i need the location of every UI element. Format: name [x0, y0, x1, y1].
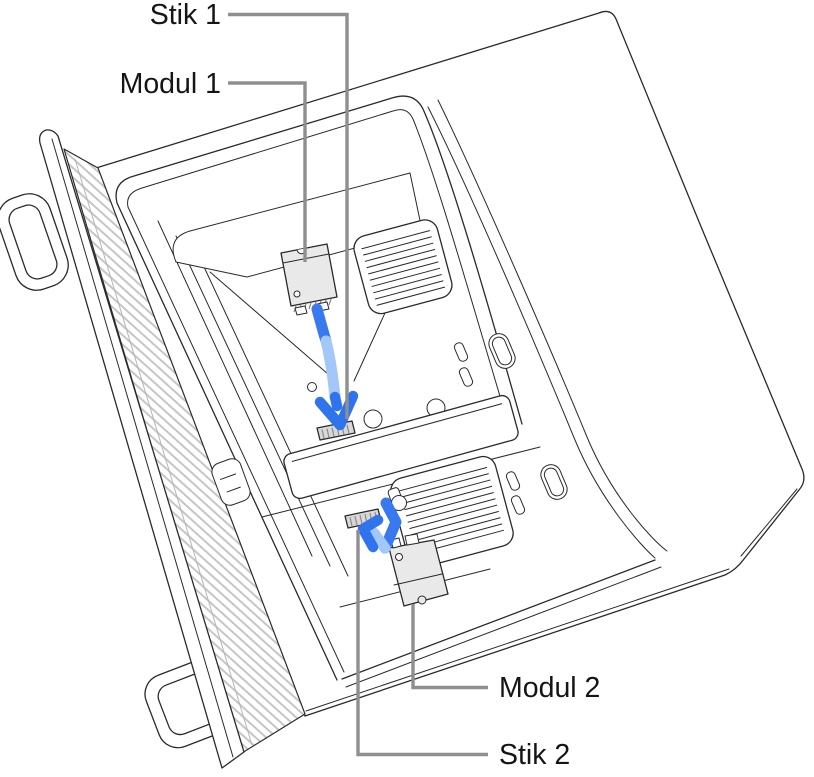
case-corner-inner-line [740, 488, 798, 557]
rail-line [175, 235, 331, 567]
lattice-inner-line [74, 158, 253, 746]
frame-slab-edge-line [51, 138, 234, 758]
top-handle-inner [8, 204, 58, 280]
leader-lines [228, 12, 488, 757]
opening-rim-inner [127, 109, 509, 673]
air-guide-line [209, 271, 337, 382]
leader-stik-2 [356, 530, 488, 757]
leader-stik-1 [228, 12, 349, 419]
interior-bottom-edge-inner [345, 566, 662, 688]
label-modul-2: Modul 2 [499, 672, 600, 704]
interior-bottom-edge [341, 559, 656, 680]
install-arrow-up [357, 497, 402, 554]
front-frame-slab [38, 129, 245, 769]
heatsink-vent-1 [353, 219, 453, 315]
interior-frame [115, 95, 668, 688]
opening-rim-outer [115, 95, 523, 681]
air-guide-panel [172, 172, 423, 278]
frame-slab [38, 129, 245, 769]
right-wall-line [427, 106, 656, 559]
heatsink-vent-2 [390, 455, 514, 569]
module2-notch [417, 595, 427, 605]
ssd-module-2 [388, 533, 449, 607]
label-stik-2: Stik 2 [499, 739, 570, 771]
module2-screw [395, 553, 403, 561]
rail-line [157, 220, 313, 557]
leader-modul-1 [228, 81, 307, 262]
standoff-post [363, 409, 383, 429]
case-bottom-inner-line [305, 568, 730, 712]
label-modul-1: Modul 1 [120, 68, 221, 100]
screw [307, 382, 317, 392]
module1-tooth [294, 305, 308, 316]
memory-cover-bar [283, 394, 519, 500]
right-wall-line [437, 99, 668, 552]
labels: Stik 1 Modul 1 Modul 2 Stik 2 [120, 0, 601, 771]
module2-tooth [404, 533, 420, 546]
label-stik-1: Stik 1 [150, 0, 221, 31]
leader-modul-2 [411, 604, 488, 690]
top-handle [0, 193, 69, 291]
rail-latch-clip [211, 458, 251, 506]
module2-fold-line [393, 573, 443, 586]
vent-slot-ovals [453, 333, 568, 515]
module1-screw [293, 290, 301, 298]
rail-line [197, 253, 349, 577]
